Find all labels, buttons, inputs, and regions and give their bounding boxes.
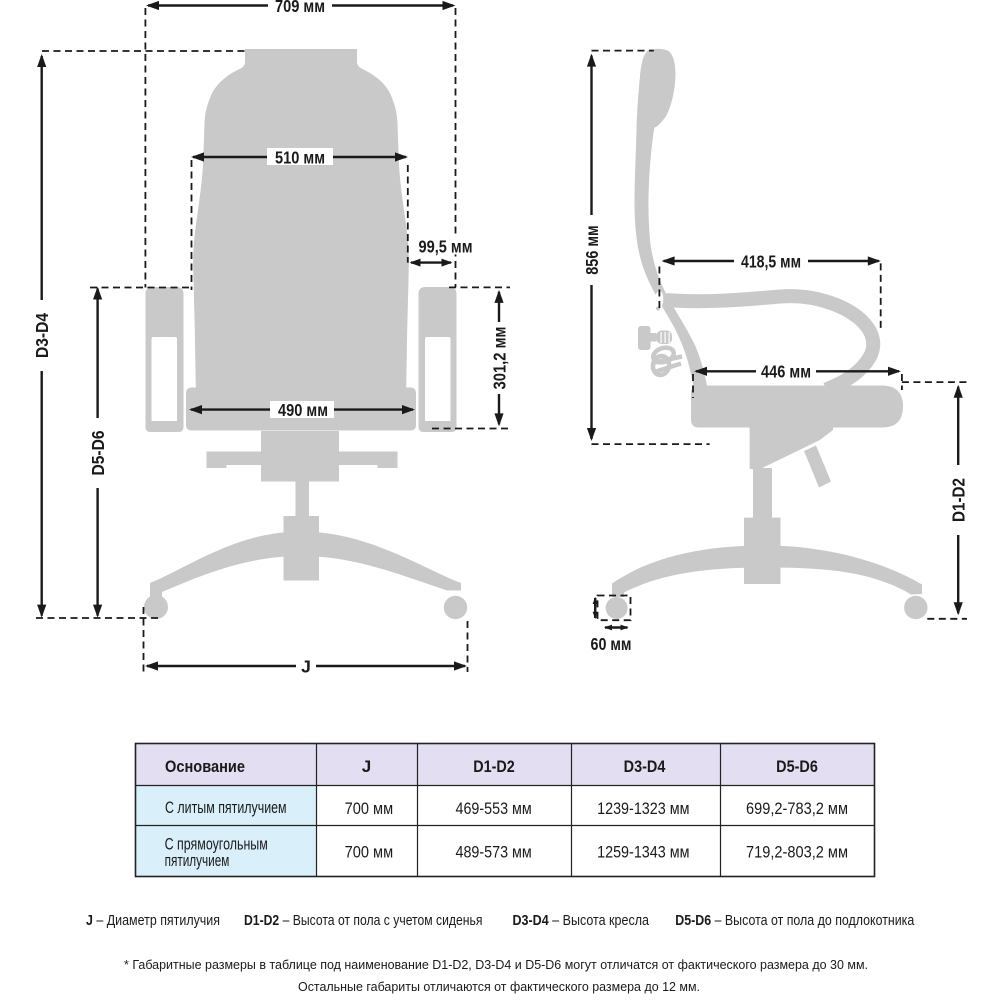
svg-text:* Габаритные размеры в таблице: * Габаритные размеры в таблице под наиме…	[124, 957, 868, 972]
svg-text:D1-D2 – Высота от пола с учето: D1-D2 – Высота от пола с учетом сиденья	[244, 913, 483, 929]
svg-text:510 мм: 510 мм	[275, 147, 325, 167]
svg-text:D3-D4 – Высота кресла: D3-D4 – Высота кресла	[513, 913, 650, 929]
svg-text:301,2 мм: 301,2 мм	[489, 327, 509, 390]
svg-text:Основание: Основание	[165, 757, 245, 776]
svg-text:700 мм: 700 мм	[345, 799, 394, 818]
svg-text:D3-D4: D3-D4	[32, 313, 52, 358]
svg-text:D1-D2: D1-D2	[473, 757, 515, 776]
svg-text:856 мм: 856 мм	[582, 225, 602, 275]
svg-text:Остальные габариты отличаются: Остальные габариты отличаются от фактиче…	[298, 979, 700, 994]
svg-text:1239-1323 мм: 1239-1323 мм	[597, 799, 689, 818]
svg-text:700 мм: 700 мм	[345, 843, 394, 862]
svg-text:489-573 мм: 489-573 мм	[456, 843, 532, 862]
svg-text:D5-D6 – Высота от пола до подл: D5-D6 – Высота от пола до подлокотника	[675, 913, 915, 929]
svg-text:709 мм: 709 мм	[275, 0, 325, 16]
svg-text:1259-1343 мм: 1259-1343 мм	[597, 843, 689, 862]
svg-text:418,5 мм: 418,5 мм	[741, 251, 801, 271]
svg-text:пятилучием: пятилучием	[165, 851, 230, 870]
svg-text:С литым пятилучием: С литым пятилучием	[165, 798, 287, 817]
svg-text:J – Диаметр пятилучия: J – Диаметр пятилучия	[86, 913, 220, 929]
svg-text:446 мм: 446 мм	[761, 362, 811, 382]
svg-text:699,2-783,2 мм: 699,2-783,2 мм	[746, 799, 848, 818]
svg-text:D5-D6: D5-D6	[776, 757, 818, 776]
svg-text:60 мм: 60 мм	[591, 634, 632, 654]
svg-text:J: J	[301, 656, 311, 676]
svg-text:719,2-803,2 мм: 719,2-803,2 мм	[746, 843, 848, 862]
svg-text:D1-D2: D1-D2	[949, 478, 969, 522]
svg-text:490 мм: 490 мм	[278, 400, 328, 420]
svg-text:J: J	[362, 757, 371, 776]
svg-text:D3-D4: D3-D4	[624, 757, 666, 776]
svg-text:С прямоугольным: С прямоугольным	[165, 835, 268, 854]
svg-text:99,5 мм: 99,5 мм	[419, 236, 473, 256]
svg-text:D5-D6: D5-D6	[88, 430, 108, 475]
svg-text:469-553 мм: 469-553 мм	[456, 799, 532, 818]
